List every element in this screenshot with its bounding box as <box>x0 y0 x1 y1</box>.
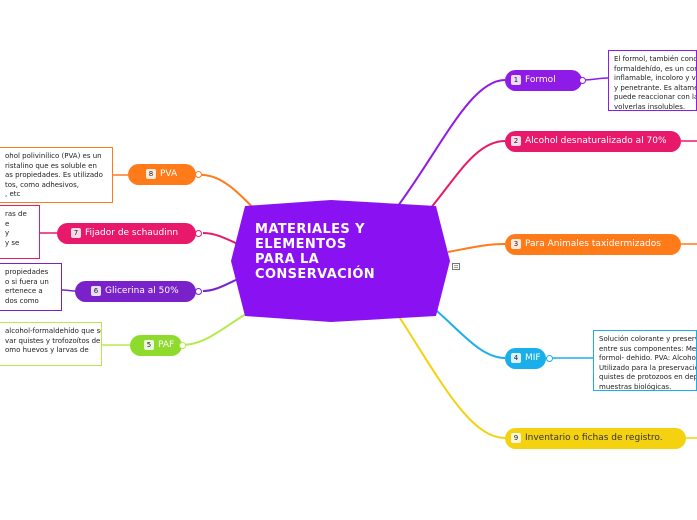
branch-paf[interactable]: 5 PAF <box>130 335 182 356</box>
branch-label: Inventario o fichas de registro. <box>525 433 663 443</box>
branch-number: 5 <box>144 339 154 350</box>
branch-number: 1 <box>511 74 521 85</box>
branch-label: MIF <box>525 353 541 363</box>
branch-label: Fijador de schaudinn <box>85 228 179 238</box>
branch-glicerina[interactable]: 6 Glicerina al 50% <box>75 281 196 302</box>
branch-alcohol-desnaturalizado[interactable]: 2 Alcohol desnaturalizado al 70% <box>505 131 681 152</box>
branch-inventario[interactable]: 9 Inventario o fichas de registro. <box>505 428 686 449</box>
expand-dot[interactable] <box>195 288 202 295</box>
branch-number: 3 <box>511 238 521 249</box>
expand-dot[interactable] <box>179 342 186 349</box>
branch-mif[interactable]: 4 MIF <box>505 348 546 369</box>
branch-animales-taxidermizados[interactable]: 3 Para Animales taxidermizados <box>505 234 681 255</box>
branch-formol[interactable]: 1 Formol <box>505 70 582 91</box>
expand-dot[interactable] <box>195 171 202 178</box>
branch-label: PVA <box>160 169 178 179</box>
central-topic[interactable]: MATERIALES Y ELEMENTOS PARA LA CONSERVAC… <box>231 200 450 322</box>
branch-label: Glicerina al 50% <box>105 286 179 296</box>
note-icon <box>452 255 460 270</box>
branch-number: 9 <box>511 432 521 443</box>
branch-fijador-schaudinn[interactable]: 7 Fijador de schaudinn <box>57 223 196 244</box>
branch-pva[interactable]: 8 PVA <box>128 164 196 185</box>
branch-label: Para Animales taxidermizados <box>525 239 661 249</box>
branch-label: Formol <box>525 75 556 85</box>
branch-number: 7 <box>71 227 81 238</box>
expand-dot[interactable] <box>579 77 586 84</box>
central-topic-title: MATERIALES Y ELEMENTOS PARA LA CONSERVAC… <box>255 222 376 282</box>
expand-dot[interactable] <box>195 230 202 237</box>
branch-number: 8 <box>146 168 156 179</box>
branch-number: 6 <box>91 285 101 296</box>
expand-dot[interactable] <box>546 355 553 362</box>
branch-label: PAF <box>158 340 175 350</box>
branch-number: 4 <box>511 352 521 363</box>
branch-label: Alcohol desnaturalizado al 70% <box>525 136 667 146</box>
branch-number: 2 <box>511 135 521 146</box>
